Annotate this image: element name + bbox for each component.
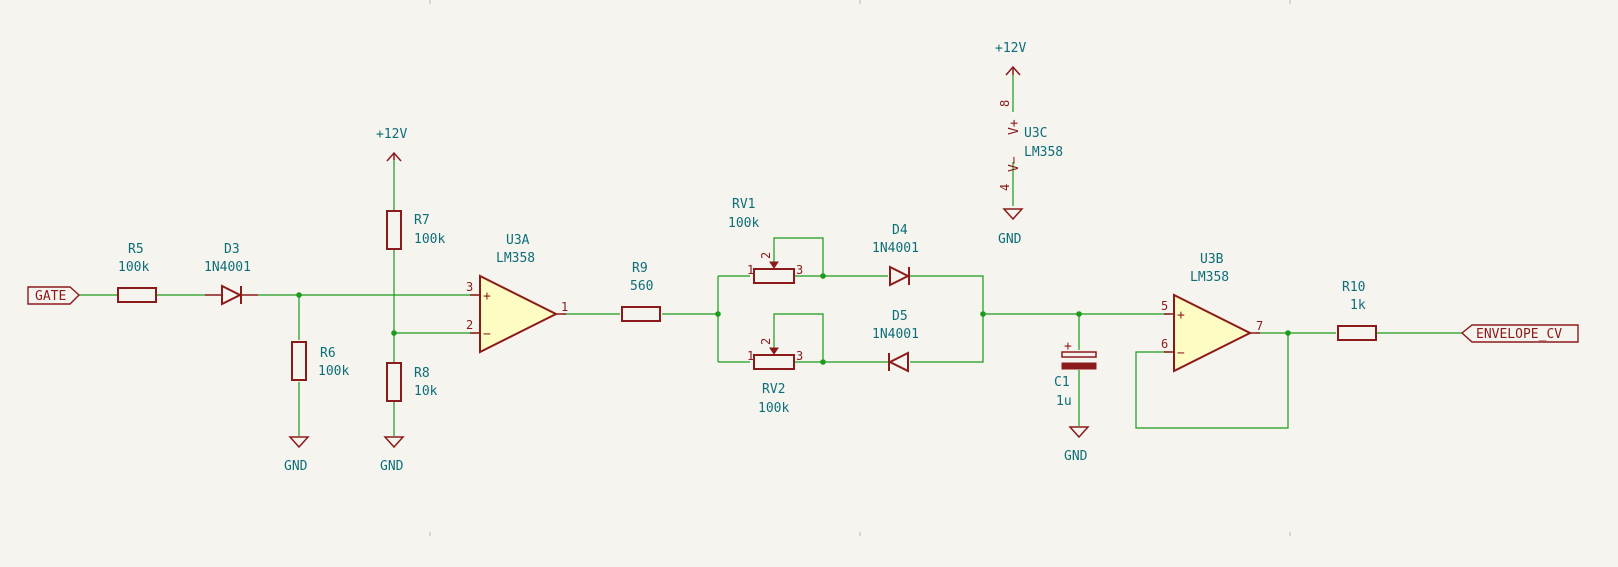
r10-ref: R10 — [1342, 280, 1365, 295]
opamp-u3a[interactable]: + − 3 2 1 U3A LM358 — [466, 233, 568, 354]
plus12v-label-2: +12V — [995, 41, 1026, 56]
rv1-pin-3: 3 — [796, 263, 803, 277]
rv1-pin-2: 2 — [759, 252, 773, 259]
gnd-r8: GND — [380, 436, 405, 474]
r8-value: 10k — [414, 384, 438, 399]
d5-ref: D5 — [892, 309, 908, 324]
potentiometer-rv1[interactable]: 1 2 3 RV1 100k — [728, 197, 803, 284]
gnd-r6: GND — [284, 436, 310, 474]
r7-value: 100k — [414, 232, 445, 247]
c1-polarity-sign: + — [1064, 339, 1072, 354]
c1-ref: C1 — [1054, 375, 1070, 390]
u3c-pin-vplus: 8 — [998, 100, 1012, 107]
u3b-ref: U3B — [1200, 252, 1224, 267]
d3-ref: D3 — [224, 242, 240, 257]
junctions — [296, 273, 1291, 365]
u3c-pin-vminus: 4 — [998, 184, 1012, 191]
r5-value: 100k — [118, 260, 149, 275]
diode-d3[interactable]: D3 1N4001 — [204, 242, 258, 306]
rv2-pin-1: 1 — [747, 349, 754, 363]
net-label-gate[interactable]: GATE — [27, 286, 81, 305]
rv1-value: 100k — [728, 216, 759, 231]
plus12v-label-1: +12V — [376, 127, 407, 142]
u3b-value: LM358 — [1190, 270, 1229, 285]
r9-ref: R9 — [632, 261, 648, 276]
d5-value: 1N4001 — [872, 327, 919, 342]
r9-value: 560 — [630, 279, 653, 294]
rv2-ref: RV2 — [762, 382, 785, 397]
net-label-envelope-cv[interactable]: ENVELOPE_CV — [1460, 324, 1579, 343]
net-label-envelope-cv-text: ENVELOPE_CV — [1476, 327, 1562, 342]
u3c-value: LM358 — [1024, 145, 1063, 160]
gnd-label-4: GND — [998, 232, 1022, 247]
opamp-u3c-power[interactable]: +12V GND 8 4 V+ V− U3C LM358 — [995, 41, 1063, 247]
r7-ref: R7 — [414, 213, 430, 228]
resistor-r5[interactable]: R5 100k — [117, 242, 157, 303]
diode-d5[interactable]: D5 1N4001 — [872, 309, 919, 373]
rv1-ref: RV1 — [732, 197, 755, 212]
u3a-pin-out: 1 — [561, 300, 568, 314]
potentiometer-rv2[interactable]: 1 2 3 RV2 100k — [747, 338, 803, 416]
net-label-gate-text: GATE — [35, 289, 66, 304]
resistor-r9[interactable]: R9 560 — [621, 261, 661, 322]
gnd-c1: GND — [1064, 426, 1090, 464]
u3c-vplus-label: V+ — [1007, 119, 1022, 135]
u3b-pin-minus: 6 — [1161, 337, 1168, 351]
u3a-minus-sign: − — [483, 327, 491, 342]
gnd-label-3: GND — [1064, 449, 1088, 464]
resistor-r10[interactable]: R10 1k — [1337, 280, 1377, 341]
u3b-minus-sign: − — [1177, 346, 1185, 361]
wires — [79, 160, 1462, 436]
u3a-ref: U3A — [506, 233, 530, 248]
u3a-plus-sign: + — [483, 289, 491, 304]
resistor-r6[interactable]: R6 100k — [291, 341, 349, 381]
u3a-pin-minus: 2 — [466, 318, 473, 332]
r10-value: 1k — [1350, 298, 1366, 313]
gnd-label-2: GND — [380, 459, 404, 474]
u3b-pin-plus: 5 — [1161, 299, 1168, 313]
r6-value: 100k — [318, 364, 349, 379]
sheet-border-ticks — [429, 0, 1291, 536]
r6-ref: R6 — [320, 346, 336, 361]
u3a-pin-plus: 3 — [466, 280, 473, 294]
rv2-pin-3: 3 — [796, 349, 803, 363]
rv2-value: 100k — [758, 401, 789, 416]
d4-value: 1N4001 — [872, 241, 919, 256]
u3b-pin-out: 7 — [1256, 319, 1263, 333]
rv2-pin-2: 2 — [759, 338, 773, 345]
resistor-r7[interactable]: R7 100k — [386, 210, 445, 250]
resistor-r8[interactable]: R8 10k — [386, 362, 438, 402]
opamp-u3b[interactable]: + − 5 6 7 U3B LM358 — [1161, 252, 1263, 373]
u3b-plus-sign: + — [1177, 308, 1185, 323]
power-plus12v-r7: +12V — [376, 127, 407, 162]
diode-d4[interactable]: D4 1N4001 — [872, 223, 919, 287]
d3-value: 1N4001 — [204, 260, 251, 275]
r5-ref: R5 — [128, 242, 144, 257]
u3c-ref: U3C — [1024, 126, 1047, 141]
d4-ref: D4 — [892, 223, 908, 238]
u3c-vminus-label: V− — [1007, 156, 1022, 172]
c1-value: 1u — [1056, 394, 1072, 409]
u3a-value: LM358 — [496, 251, 535, 266]
r8-ref: R8 — [414, 366, 430, 381]
rv1-pin-1: 1 — [747, 263, 754, 277]
gnd-label-1: GND — [284, 459, 308, 474]
capacitor-c1[interactable]: + C1 1u — [1054, 339, 1097, 409]
